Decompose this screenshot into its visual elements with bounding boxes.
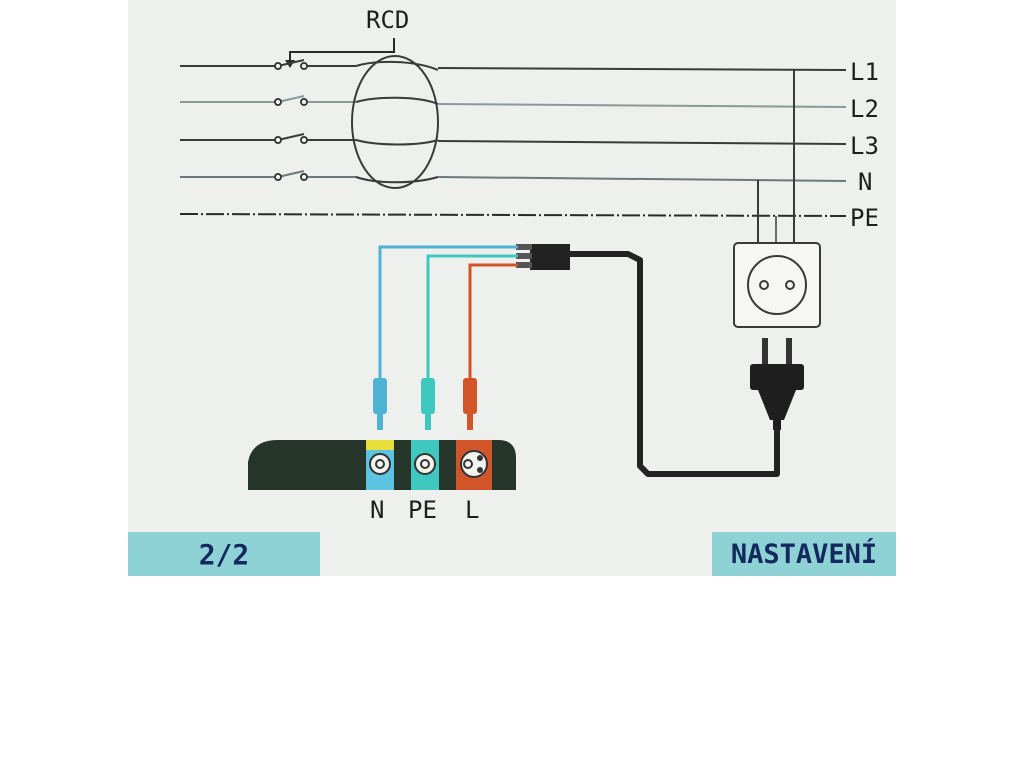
terminal-label-pe: PE — [408, 496, 437, 524]
label-l1: L1 — [850, 58, 879, 86]
line-labels: L1 L2 L3 N PE — [850, 58, 879, 232]
label-n: N — [858, 168, 872, 196]
line-l1 — [437, 67, 847, 71]
page-indicator[interactable]: 2/2 — [128, 532, 320, 576]
lead-orange-l — [468, 263, 518, 380]
line-l3 — [437, 140, 847, 145]
label-pe: PE — [850, 204, 879, 232]
test-instrument-icon — [248, 440, 516, 490]
rcd-label: RCD — [366, 6, 409, 34]
label-l2: L2 — [850, 95, 879, 123]
terminal-label-n: N — [370, 496, 384, 524]
line-l2 — [437, 103, 847, 108]
terminal-label-l: L — [465, 496, 479, 524]
probe-connector-icon — [516, 244, 570, 270]
instrument-screen: RCD — [128, 0, 896, 576]
lead-teal-pe — [426, 254, 518, 380]
mains-plug-icon — [750, 338, 804, 430]
mains-cable — [568, 251, 780, 477]
rcd-trip-link — [289, 38, 395, 62]
settings-button[interactable]: NASTAVENÍ — [712, 532, 896, 576]
rcd-breaker-icon — [180, 55, 439, 189]
line-pe — [179, 213, 847, 217]
connection-diagram: RCD — [179, 6, 879, 524]
line-n — [437, 176, 847, 182]
wall-socket-icon — [733, 242, 821, 328]
lead-blue-n — [378, 245, 518, 380]
label-l3: L3 — [850, 132, 879, 160]
probe-tips — [373, 378, 477, 430]
